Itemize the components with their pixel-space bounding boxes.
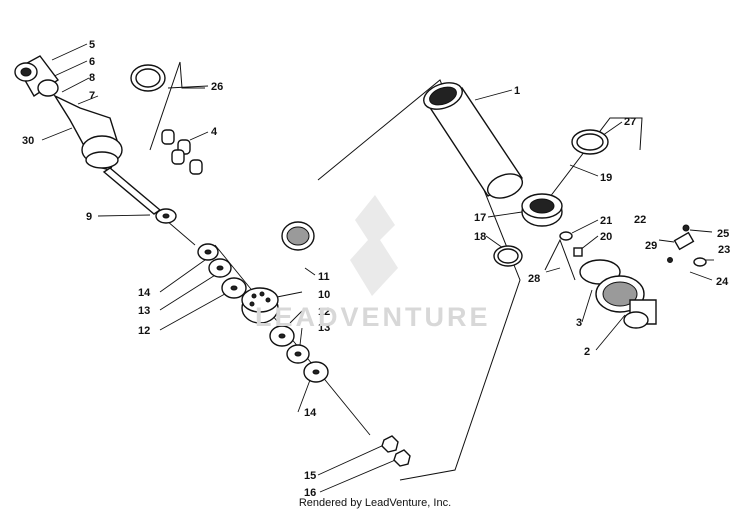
callout-22: 22 (634, 214, 646, 226)
part-14b-shim (303, 361, 329, 383)
frame-main-shock (317, 79, 521, 481)
callout-17: 17 (474, 212, 486, 224)
part-4-bushings (161, 129, 203, 175)
callout-1: 1 (514, 85, 520, 97)
callout-27: 27 (624, 116, 636, 128)
callout-13-right: 13 (318, 322, 330, 334)
leadventure-logo-watermark (350, 195, 398, 296)
part-12-shim (221, 277, 247, 299)
part-7-30-shaft-body (53, 94, 162, 215)
callout-12-left: 12 (138, 325, 150, 337)
callout-16: 16 (304, 487, 316, 499)
callout-12-right: 12 (318, 306, 330, 318)
callout-23: 23 (718, 244, 730, 256)
callout-29: 29 (645, 240, 657, 252)
footer-credit: Rendered by LeadVenture, Inc. (298, 497, 452, 509)
callout-24: 24 (716, 276, 729, 288)
callout-10: 10 (318, 289, 330, 301)
callout-15: 15 (304, 470, 316, 482)
part-9-washer (155, 208, 177, 224)
callout-11: 11 (318, 271, 330, 283)
callout-21: 21 (600, 215, 612, 227)
part-14-shim (197, 243, 219, 261)
part-29-schrader-valve (667, 224, 707, 267)
callout-4: 4 (211, 126, 218, 138)
callout-28: 28 (528, 273, 540, 285)
frame-26 (149, 61, 205, 151)
callout-25: 25 (717, 228, 729, 240)
callout-19: 19 (600, 172, 612, 184)
callout-14-lower: 14 (304, 407, 317, 419)
part-1-cylinder (423, 82, 524, 199)
part-5-6-eye-mount (14, 55, 60, 97)
callout-20: 20 (600, 231, 612, 243)
callout-8: 8 (89, 72, 95, 84)
part-13-shim (208, 258, 232, 278)
frame-27 (539, 117, 643, 211)
callout-13-left: 13 (138, 305, 150, 317)
part-2-head (595, 275, 657, 329)
part-13b-shim (286, 344, 310, 364)
part-10-piston (241, 287, 279, 324)
frame-28 (544, 238, 576, 281)
callout-14-left: 14 (138, 287, 151, 299)
callout-2: 2 (584, 346, 590, 358)
watermark-text: LEADVENTURE (255, 302, 491, 332)
callout-30: 30 (22, 135, 34, 147)
part-8-washer (130, 64, 166, 92)
part-21-20-valve (559, 231, 583, 257)
part-11-ring (281, 221, 315, 251)
part-17-cap (521, 193, 563, 227)
part-19-ring (571, 129, 609, 155)
part-15-16-nut (381, 435, 411, 467)
part-18-seal (493, 245, 523, 267)
callout-5: 5 (89, 39, 95, 51)
callout-9: 9 (86, 211, 92, 223)
callout-6: 6 (89, 56, 95, 68)
callout-3: 3 (576, 317, 582, 329)
callout-7: 7 (89, 90, 95, 102)
callout-18: 18 (474, 231, 486, 243)
callout-26: 26 (211, 81, 223, 93)
part-12b-shim (269, 325, 295, 347)
